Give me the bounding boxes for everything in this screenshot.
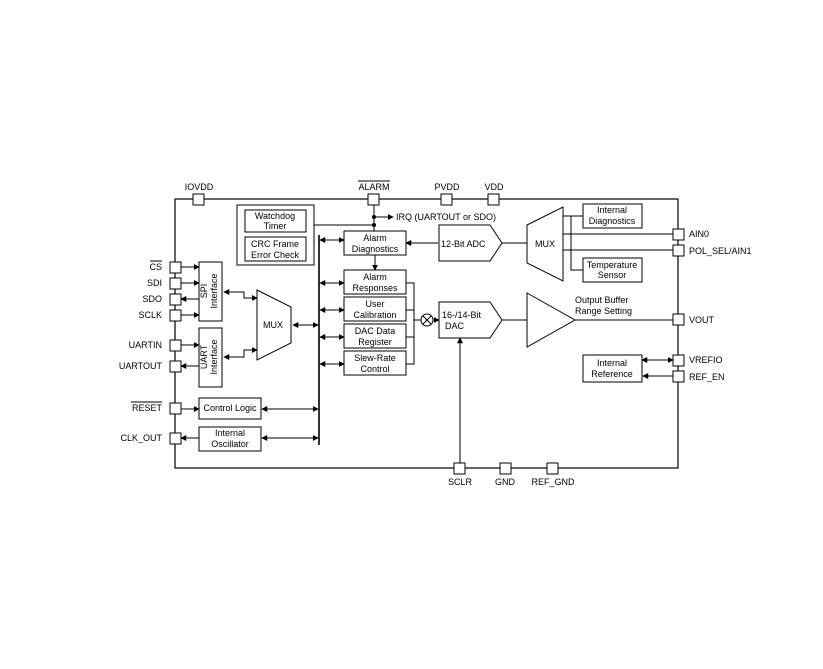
right-mux-label: MUX [535,239,555,249]
pin-label-pol-sel-ain1: POL_SEL/AIN1 [689,246,752,256]
pin-label-uartin: UARTIN [129,340,162,350]
alarm-diag-line2: Diagnostics [352,244,399,254]
pin-label-cs: CS [149,262,162,272]
chip-outline [174,198,679,469]
int-osc-line2: Oscillator [211,439,249,449]
dac-block [438,301,503,339]
pin-vdd: VDD [484,182,504,206]
slew-line1: Slew-Rate [354,353,396,363]
watchdog-line2: Timer [264,221,287,231]
pin-label-sclr: SCLR [448,477,473,487]
pin-ref-gnd: REF_GND [531,462,575,487]
pin-label-reset: RESET [132,403,163,413]
user-cal-line1: User [365,299,384,309]
wire-spi-mux [223,289,258,301]
temp-line1: Temperature [587,260,638,270]
pin-label-vdd: VDD [484,182,504,192]
pin-label-sdo: SDO [142,294,162,304]
slew-line2: Control [360,364,389,374]
wire-uart-mux [223,347,258,360]
pin-uartin: UARTIN [129,339,182,352]
uart-label-line2: Interface [209,339,219,374]
crc-line1: CRC Frame [251,239,299,249]
pin-clk-out: CLK_OUT [120,432,182,445]
watchdog-line1: Watchdog [255,211,295,221]
adc-block [438,224,503,262]
temp-line2: Sensor [598,270,627,280]
pin-label-iovdd: IOVDD [185,182,214,192]
watchdog-junction [372,223,376,227]
pin-ref-en: REF_EN [672,370,725,383]
pin-label-vout: VOUT [689,315,715,325]
irq-label: IRQ (UARTOUT or SDO) [396,212,496,222]
control-logic-label: Control Logic [203,403,257,413]
summing-x2 [422,315,432,325]
right-mux [526,206,564,282]
spi-label-line1: SPI [199,284,209,299]
pin-pvdd: PVDD [434,182,460,206]
dac-reg-line2: Register [358,337,392,347]
pin-label-uartout: UARTOUT [119,361,163,371]
pin-ain0: AIN0 [672,228,709,241]
dac-line1: 16-/14-Bit [442,310,482,320]
pin-label-alarm: ALARM [358,182,389,192]
crc-frame-block [244,236,307,262]
pin-sdo: SDO [142,293,182,306]
pin-label-clk-out: CLK_OUT [120,433,162,443]
user-cal-line2: Calibration [353,310,396,320]
int-ref-line1: Internal [597,358,627,368]
pin-reset: RESET [131,401,182,415]
pin-iovdd: IOVDD [185,182,214,206]
spi-label-line2: Interface [209,273,219,308]
dac-line2: DAC [445,321,465,331]
pin-sclk: SCLK [138,309,182,322]
pin-vrefio: VREFIO [672,354,723,367]
slew-rate-control-block [343,350,407,376]
pin-vout: VOUT [672,313,715,326]
pin-alarm: ALARM [358,180,390,206]
adc-label: 12-Bit ADC [441,239,486,249]
pin-label-pvdd: PVDD [434,182,460,192]
pin-label-ref-en: REF_EN [689,372,725,382]
internal-diagnostics-block [582,203,643,229]
pin-label-sclk: SCLK [138,310,162,320]
temperature-sensor-block [582,257,643,283]
dac-reg-line1: DAC Data [355,326,396,336]
pin-uartout: UARTOUT [119,360,182,373]
pin-label-sdi: SDI [147,278,162,288]
internal-reference-block [582,354,643,383]
pin-label-ain0: AIN0 [689,229,709,239]
uart-label-line1: UART [199,344,209,369]
pin-gnd: GND [495,462,516,487]
pin-label-gnd: GND [495,477,516,487]
left-mux [256,289,292,361]
alarm-resp-line1: Alarm [363,272,387,282]
out-buf-line2: Range Setting [575,306,632,316]
pin-label-vrefio: VREFIO [689,355,723,365]
output-buffer [526,292,577,348]
alarm-resp-line2: Responses [352,283,398,293]
pin-label-ref-gnd: REF_GND [531,477,575,487]
out-buf-line1: Output Buffer [575,295,628,305]
internal-oscillator-block [198,426,262,452]
spi-interface-block [198,261,223,322]
pin-sclr: SCLR [448,462,473,487]
int-osc-line1: Internal [215,428,245,438]
int-diag-line1: Internal [597,205,627,215]
left-mux-label: MUX [263,320,283,330]
pin-pol-sel-ain1: POL_SEL/AIN1 [672,244,752,257]
alarm-diag-line1: Alarm [363,233,387,243]
watchdog-timer-block [244,209,307,233]
int-ref-line2: Reference [591,369,633,379]
wire-mux-temp [563,215,583,271]
crc-line2: Error Check [251,250,300,260]
wire-sum-collect [406,282,415,365]
int-diag-line2: Diagnostics [589,216,636,226]
pin-cs: CS [149,260,182,274]
pin-sdi: SDI [147,277,182,290]
uart-interface-block [198,327,223,388]
user-calibration-block [343,296,407,322]
